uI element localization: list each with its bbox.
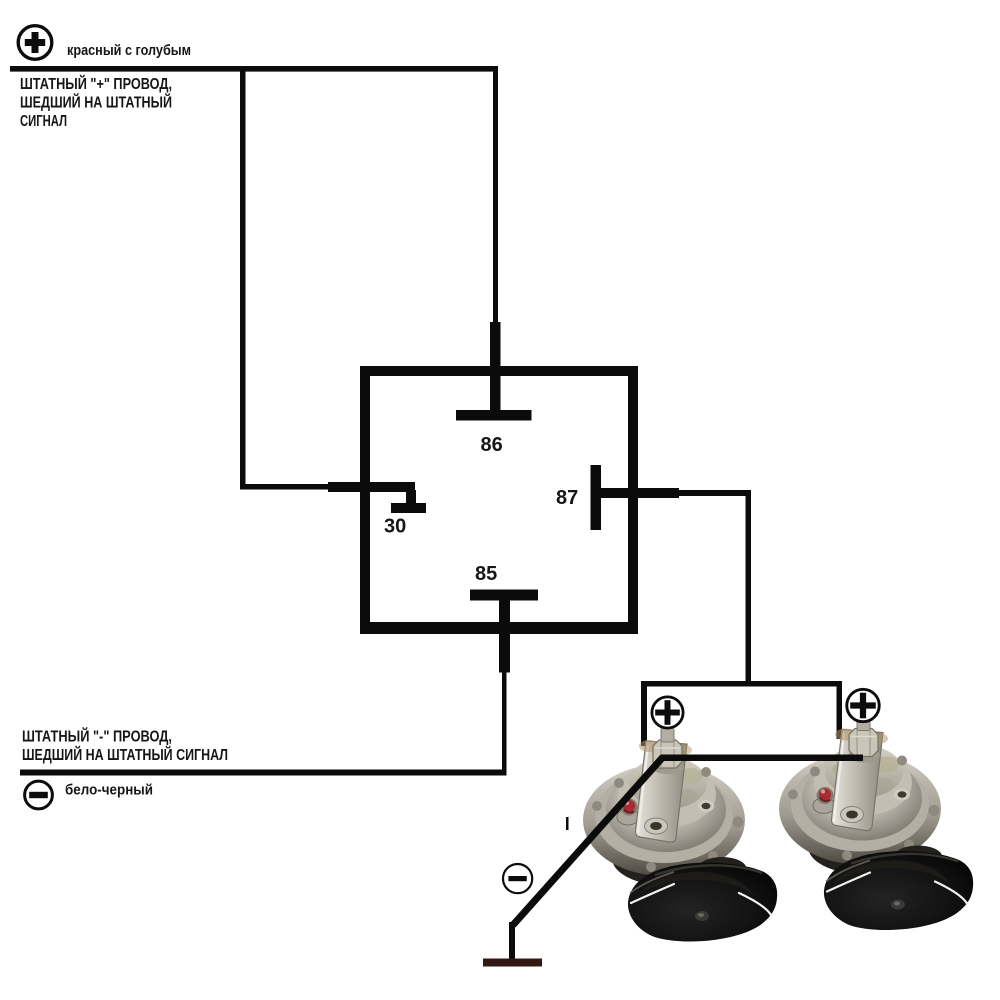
- svg-text:ШТАТНЫЙ "+" ПРОВОД,: ШТАТНЫЙ "+" ПРОВОД,: [20, 75, 172, 93]
- svg-text:СИГНАЛ: СИГНАЛ: [20, 113, 67, 130]
- svg-text:ШЕДШИЙ НА ШТАТНЫЙ СИГНАЛ: ШЕДШИЙ НА ШТАТНЫЙ СИГНАЛ: [22, 746, 228, 764]
- svg-text:ШТАТНЫЙ "-" ПРОВОД,: ШТАТНЫЙ "-" ПРОВОД,: [22, 728, 172, 746]
- svg-text:87: 87: [556, 487, 578, 509]
- svg-text:86: 86: [481, 434, 503, 456]
- svg-text:85: 85: [475, 563, 497, 585]
- svg-text:30: 30: [384, 516, 406, 538]
- svg-text:бело-черный: бело-черный: [65, 782, 153, 799]
- svg-text:красный с голубым: красный с голубым: [67, 42, 191, 59]
- svg-text:ШЕДШИЙ НА ШТАТНЫЙ: ШЕДШИЙ НА ШТАТНЫЙ: [20, 94, 172, 112]
